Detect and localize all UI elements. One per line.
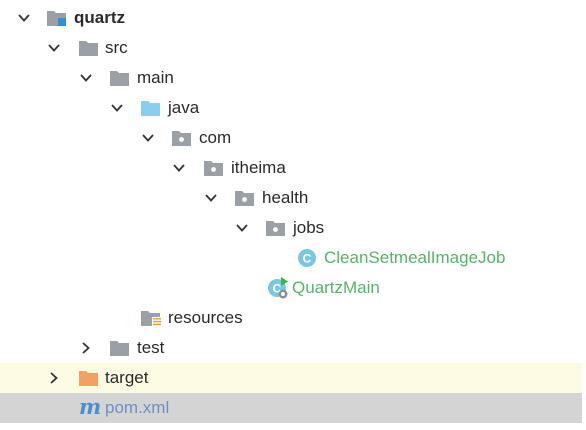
svg-text:C: C [303,252,312,266]
maven-icon: m [79,394,102,419]
tree-row-java[interactable]: java [0,93,582,123]
chevron-down-icon[interactable] [46,40,62,56]
tree-label-main: main [137,68,174,87]
tree-row-quartz[interactable]: quartz [0,3,582,33]
package-icon [235,191,254,206]
tree-label-com: com [199,128,232,147]
tree-label-itheima: itheima [231,158,286,177]
tree-row-jobs[interactable]: jobs [0,213,582,243]
tree-label-quartz-main: QuartzMain [292,278,380,297]
tree-row-itheima[interactable]: itheima [0,153,582,183]
chevron-down-icon[interactable] [109,100,125,116]
tree-row-main[interactable]: main [0,63,582,93]
package-icon [204,161,223,176]
tree-row-target[interactable]: target [0,363,582,393]
source-folder-icon [141,101,160,116]
class-icon: C [298,249,316,267]
package-icon [266,221,285,236]
tree-row-pom-xml[interactable]: m pom.xml [0,393,582,423]
tree-row-quartz-main[interactable]: C QuartzMain [0,273,582,303]
folder-icon [79,41,98,56]
module-folder-icon [47,11,66,26]
tree-row-test[interactable]: test [0,333,582,363]
tree-label-clean-setmeal-image-job: CleanSetmealImageJob [324,248,506,267]
runnable-class-icon: C [268,277,288,299]
tree-label-resources: resources [168,308,243,327]
tree-row-clean-setmeal-image-job[interactable]: C CleanSetmealImageJob [0,243,582,273]
tree-label-pom-xml: pom.xml [105,398,170,417]
tree-label-quartz: quartz [74,8,125,27]
tree-row-src[interactable]: src [0,33,582,63]
excluded-folder-icon [79,371,98,386]
chevron-down-icon[interactable] [203,190,219,206]
tree-label-java: java [168,98,200,117]
package-icon [172,131,191,146]
tree-row-health[interactable]: health [0,183,582,213]
svg-text:C: C [273,282,282,296]
folder-icon [110,341,129,356]
tree-row-com[interactable]: com [0,123,582,153]
tree-label-jobs: jobs [293,218,325,237]
chevron-right-icon[interactable] [46,370,62,386]
tree-label-src: src [105,38,128,57]
chevron-right-icon[interactable] [78,340,94,356]
chevron-down-icon[interactable] [171,160,187,176]
folder-icon [110,71,129,86]
chevron-down-icon[interactable] [16,10,32,26]
tree-row-resources[interactable]: resources [0,303,582,333]
chevron-down-icon[interactable] [78,70,94,86]
chevron-down-icon[interactable] [234,220,250,236]
tree-label-health: health [262,188,309,207]
tree-label-test: test [137,338,165,357]
chevron-down-icon[interactable] [140,130,156,146]
resources-folder-icon [141,311,162,326]
tree-label-target: target [105,368,149,387]
